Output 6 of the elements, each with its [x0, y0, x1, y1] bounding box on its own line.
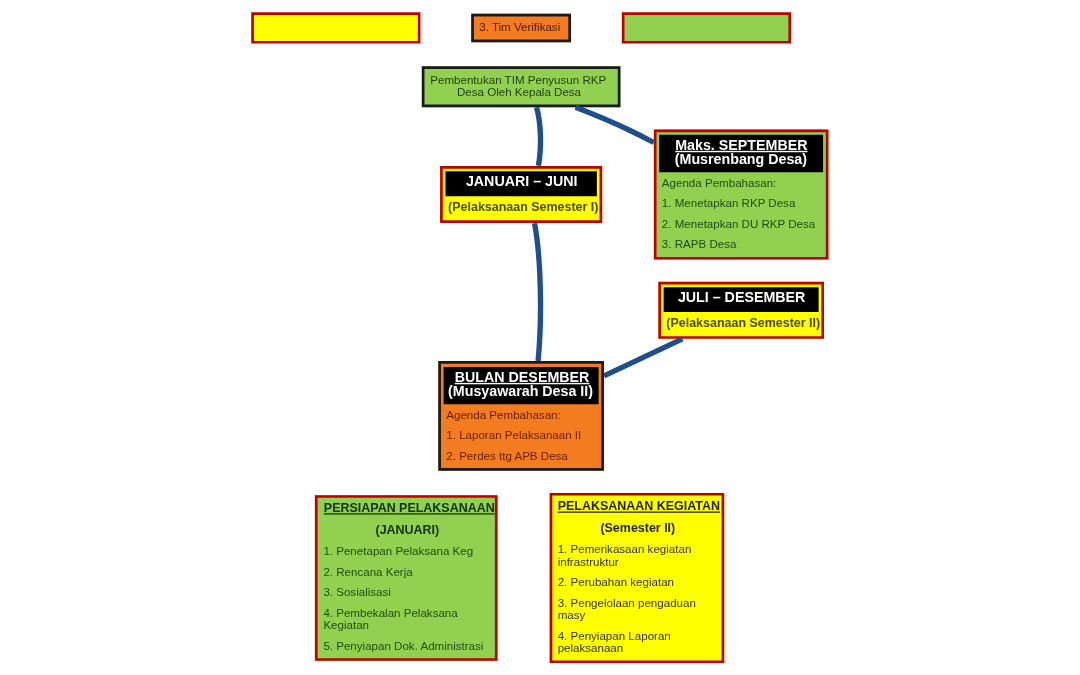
connector [574, 104, 655, 145]
node-box [250, 12, 420, 44]
connector [533, 106, 543, 167]
node-box [621, 12, 791, 44]
connector [531, 222, 543, 362]
connector [602, 336, 684, 379]
